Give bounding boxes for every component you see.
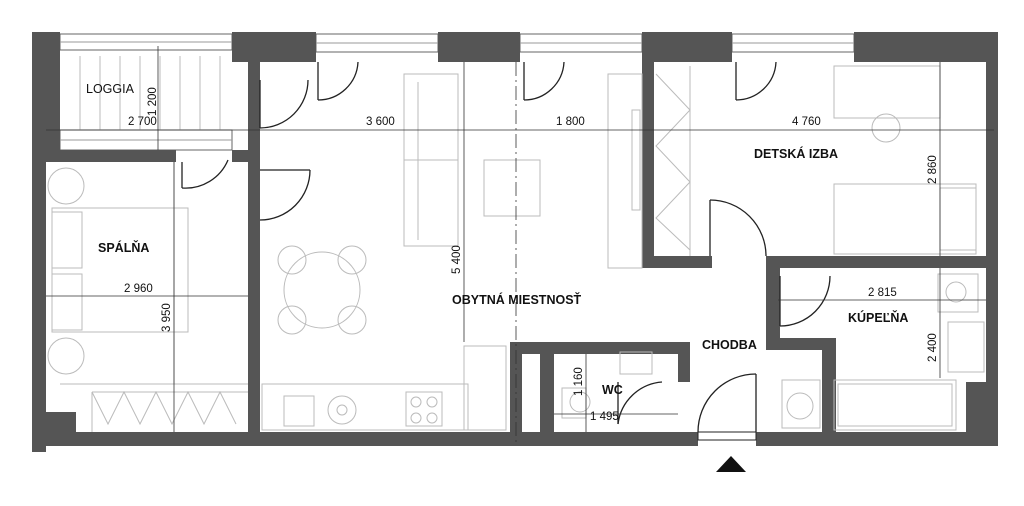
dim-kitchen-width: 1 800	[556, 116, 585, 128]
dim-wc-width: 1 495	[590, 411, 619, 423]
dim-living-width: 3 600	[366, 116, 395, 128]
label-bedroom: SPÁLŇA	[98, 240, 149, 255]
walls	[32, 32, 998, 452]
loggia-floor	[79, 56, 221, 130]
dim-kids-width: 4 760	[792, 116, 821, 128]
dim-wc-depth: 1 160	[573, 367, 585, 396]
label-living: OBYTNÁ MIESTNOSŤ	[452, 292, 582, 307]
dim-living-depth: 5 400	[451, 245, 463, 274]
label-loggia: LOGGIA	[86, 82, 135, 96]
dimension-lines	[46, 46, 994, 442]
dim-bath-depth: 2 400	[927, 333, 939, 362]
room-labels: LOGGIA SPÁLŇA OBYTNÁ MIESTNOSŤ DETSKÁ IZ…	[86, 82, 908, 397]
dim-bedroom-depth: 3 950	[161, 303, 173, 332]
dim-bath-width: 2 815	[868, 287, 897, 299]
windows	[59, 33, 855, 151]
dim-bedroom-width: 2 960	[124, 283, 153, 295]
dim-loggia-depth: 1 200	[147, 87, 159, 116]
label-wc: WC	[602, 383, 623, 397]
dim-kids-depth: 2 860	[927, 155, 939, 184]
dim-loggia-width: 2 700	[128, 116, 157, 128]
label-kids: DETSKÁ IZBA	[754, 146, 838, 161]
dimension-labels: 2 700 1 200 3 600 1 800 4 760 5 400 2 86…	[124, 87, 939, 423]
doors	[181, 61, 831, 441]
entrance-arrow-icon	[716, 456, 746, 472]
label-hall: CHODBA	[702, 338, 757, 352]
label-bath: KÚPEĽŇA	[848, 310, 908, 325]
